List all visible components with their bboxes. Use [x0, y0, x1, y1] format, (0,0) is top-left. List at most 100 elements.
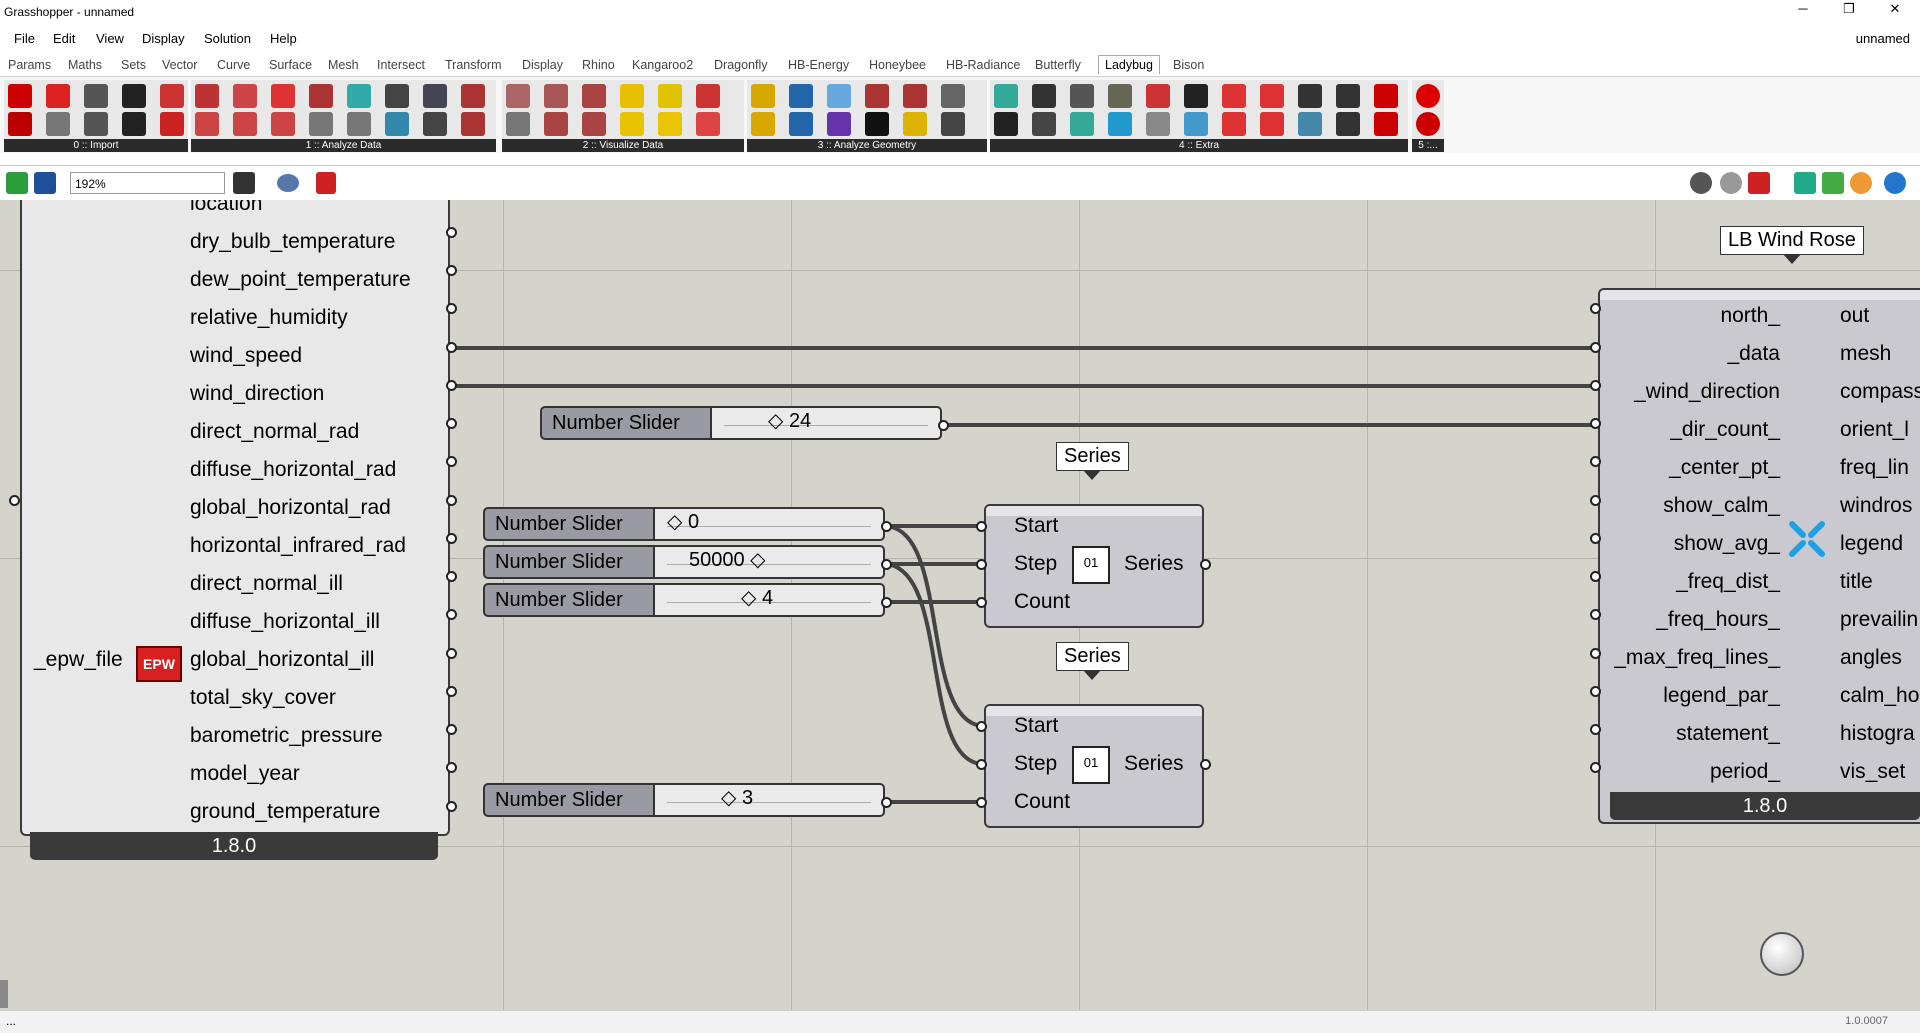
wind-rose-port[interactable] — [1590, 342, 1601, 353]
grid-data-icon[interactable] — [309, 84, 333, 108]
network-icon[interactable] — [1298, 112, 1322, 136]
tab-dragonfly[interactable]: Dragonfly — [714, 58, 768, 72]
sky-dome-icon[interactable] — [789, 112, 813, 136]
tab-curve[interactable]: Curve — [217, 58, 251, 72]
ab-sort-icon[interactable] — [195, 84, 219, 108]
tab-maths[interactable]: Maths — [68, 58, 103, 72]
sun-ray-icon[interactable] — [751, 84, 775, 108]
tab-hb-energy[interactable]: HB-Energy — [788, 58, 850, 72]
series-port[interactable] — [976, 521, 987, 532]
close-button[interactable]: ✕ — [1889, 1, 1901, 16]
wind-rose-icon[interactable] — [696, 84, 720, 108]
epw-input-port[interactable] — [9, 495, 20, 506]
menu-view[interactable]: View — [96, 31, 124, 46]
tab-vector[interactable]: Vector — [162, 58, 198, 72]
palette-icon[interactable] — [1070, 112, 1094, 136]
tab-sets[interactable]: Sets — [121, 58, 147, 72]
search-icon[interactable] — [8, 112, 32, 136]
preview-eye-icon[interactable] — [277, 174, 299, 192]
menu-edit[interactable]: Edit — [53, 31, 76, 46]
sun-path-icon[interactable] — [658, 112, 682, 136]
port[interactable] — [446, 495, 457, 506]
wind-rose-port[interactable] — [1590, 380, 1601, 391]
wea-icon[interactable] — [160, 112, 184, 136]
dy-icon[interactable] — [271, 112, 295, 136]
deconstruct-icon[interactable] — [1336, 84, 1360, 108]
slider-track[interactable] — [655, 545, 885, 579]
wind-rose-port[interactable] — [1590, 533, 1601, 544]
convert-icon[interactable] — [309, 112, 333, 136]
record-icon[interactable] — [1416, 84, 1440, 108]
text-icon[interactable] — [1070, 84, 1094, 108]
wind-rose-port[interactable] — [1590, 303, 1601, 314]
slider-output-port[interactable] — [881, 597, 892, 608]
wind-rose-port[interactable] — [1590, 456, 1601, 467]
arrow-ny-icon[interactable] — [46, 112, 70, 136]
material-icon[interactable] — [1850, 172, 1872, 194]
sunlight-icon[interactable] — [751, 112, 775, 136]
lb-wind-rose-component[interactable]: north_ _data _wind_direction _dir_count_… — [1598, 288, 1920, 824]
dots-icon[interactable] — [1032, 84, 1056, 108]
number-slider-0[interactable]: Number Slider ◇ 0 — [483, 507, 885, 541]
view-icon[interactable] — [789, 84, 813, 108]
stat-icon[interactable] — [122, 112, 146, 136]
ddy-icon[interactable] — [122, 84, 146, 108]
house-icon[interactable] — [1374, 84, 1398, 108]
wind-rose-port[interactable] — [1590, 724, 1601, 735]
series-port[interactable] — [976, 597, 987, 608]
dmh-icon[interactable] — [347, 112, 371, 136]
open-icon[interactable] — [6, 172, 28, 194]
menu-file[interactable]: File — [14, 31, 35, 46]
chart-line-icon[interactable] — [506, 84, 530, 108]
histogram-icon[interactable] — [385, 84, 409, 108]
stop-icon[interactable] — [1416, 112, 1440, 136]
save-icon[interactable] — [34, 172, 56, 194]
zoom-extents-icon[interactable] — [233, 172, 255, 194]
bar-chart-icon[interactable] — [506, 112, 530, 136]
tab-surface[interactable]: Surface — [269, 58, 313, 72]
temp-c-icon[interactable] — [1260, 84, 1284, 108]
port[interactable] — [446, 342, 457, 353]
port[interactable] — [446, 801, 457, 812]
chart-grid-icon[interactable] — [544, 84, 568, 108]
preview-mode-icon[interactable] — [1690, 172, 1712, 194]
wind-rose-port[interactable] — [1590, 571, 1601, 582]
tab-params[interactable]: Params — [8, 58, 52, 72]
camera-icon[interactable] — [1184, 84, 1208, 108]
tab-bison[interactable]: Bison — [1173, 58, 1205, 72]
series-port[interactable] — [976, 759, 987, 770]
mesh-settings-icon[interactable] — [1822, 172, 1844, 194]
port[interactable] — [446, 418, 457, 429]
cross-ny-icon[interactable] — [84, 112, 108, 136]
tab-rhino[interactable]: Rhino — [582, 58, 615, 72]
filter-icon[interactable] — [347, 84, 371, 108]
capture-icon[interactable] — [1146, 84, 1170, 108]
menu-display[interactable]: Display — [142, 31, 185, 46]
import-epw-component[interactable]: _epw_file EPW location dry_bulb_temperat… — [20, 200, 450, 836]
image-icon[interactable] — [1032, 112, 1056, 136]
canvas-navigation-icon[interactable] — [1760, 932, 1804, 976]
radiation-sign-icon[interactable] — [865, 112, 889, 136]
port[interactable] — [446, 686, 457, 697]
wind-rose-port[interactable] — [1590, 648, 1601, 659]
number-slider-24[interactable]: Number Slider ◇ 24 — [540, 406, 942, 440]
folder-icon[interactable] — [1374, 112, 1398, 136]
wind-rose-port[interactable] — [1590, 495, 1601, 506]
shade-box-icon[interactable] — [994, 112, 1018, 136]
ab-compare-icon[interactable] — [233, 112, 257, 136]
port[interactable] — [446, 571, 457, 582]
grasshopper-canvas[interactable]: _epw_file EPW location dry_bulb_temperat… — [0, 200, 1920, 1010]
wind-rose-port[interactable] — [1590, 609, 1601, 620]
download-icon[interactable] — [160, 84, 184, 108]
port[interactable] — [446, 265, 457, 276]
port[interactable] — [446, 724, 457, 735]
flow-icon[interactable] — [1298, 84, 1322, 108]
tab-transform[interactable]: Transform — [445, 58, 502, 72]
slider-track[interactable] — [712, 406, 942, 440]
number-slider-3[interactable]: Number Slider ◇ 3 — [483, 783, 885, 817]
tab-honeybee[interactable]: Honeybee — [869, 58, 926, 72]
digits-icon[interactable] — [271, 84, 295, 108]
human-icon[interactable] — [865, 84, 889, 108]
chart-axis-icon[interactable] — [233, 84, 257, 108]
port[interactable] — [446, 762, 457, 773]
